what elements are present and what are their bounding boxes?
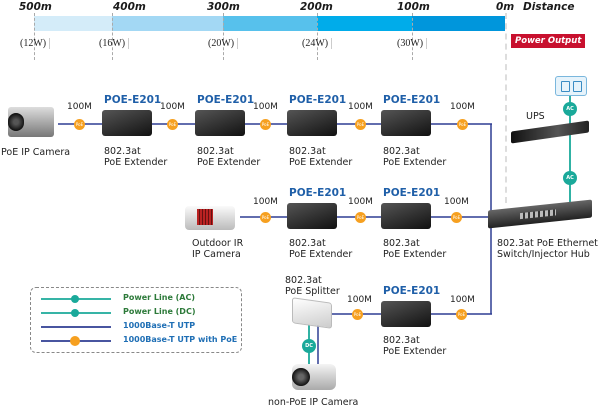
tick-guide-0m	[505, 13, 507, 203]
non-poe-camera-label: non-PoE IP Camera	[268, 397, 359, 408]
distance-tick-100m: 100m	[397, 1, 430, 13]
extender-line1: 802.3at	[289, 238, 326, 249]
extender-line1: 802.3at	[104, 146, 141, 157]
extender-line2: PoE Extender	[383, 249, 447, 260]
link-speed-label: 100M	[347, 295, 372, 305]
extender-line1: 802.3at	[383, 335, 420, 346]
power-label-12w: (12W)	[20, 38, 51, 49]
splitter-label-line1: 802.3at	[285, 275, 322, 286]
distance-bar-segment-300-200	[223, 16, 317, 31]
poe-badge-icon: PoE	[260, 212, 271, 223]
poe-badge-icon: PoE	[260, 119, 271, 130]
distance-tick-0m: 0m	[496, 1, 515, 13]
legend-box: Power Line (AC) Power Line (DC) 1000Base…	[30, 287, 242, 353]
power-label-30w: (30W)	[397, 38, 428, 49]
poe-extender-icon	[102, 110, 152, 136]
poe-extender-icon	[287, 203, 337, 229]
extender-line2: PoE Extender	[289, 157, 353, 168]
distance-bar-segment-200-100	[317, 16, 412, 31]
poe-extender-icon	[287, 110, 337, 136]
legend-label-ac: Power Line (AC)	[123, 293, 196, 302]
distance-bar-segment-400-300	[112, 16, 223, 31]
link-speed-label: 100M	[253, 102, 278, 112]
poe-splitter-icon	[292, 297, 332, 329]
extender-line2: PoE Extender	[197, 157, 261, 168]
poe-extender-icon	[381, 301, 431, 327]
extender-model-label: POE-E201	[197, 94, 255, 106]
link-speed-label: 100M	[348, 102, 373, 112]
tick-guide-300m	[223, 13, 224, 60]
legend-label-utp: 1000Base-T UTP	[123, 321, 196, 330]
poe-badge-icon: PoE	[355, 212, 366, 223]
ups-label: UPS	[526, 111, 545, 122]
extender-model-label: POE-E201	[104, 94, 162, 106]
extender-line2: PoE Extender	[289, 249, 353, 260]
extender-model-label: POE-E201	[383, 94, 441, 106]
poe-badge-icon: PoE	[355, 119, 366, 130]
extender-model-label: POE-E201	[289, 187, 347, 199]
ac-badge-icon: AC	[563, 171, 577, 185]
power-label-20w: (20W)	[208, 38, 239, 49]
tick-guide-400m	[112, 13, 113, 60]
distance-bar-segment-500-400	[34, 16, 112, 31]
extender-line2: PoE Extender	[383, 157, 447, 168]
poe-ip-camera-label: PoE IP Camera	[1, 147, 71, 158]
dc-badge-icon: DC	[302, 339, 316, 353]
outdoor-camera-label-line2: IP Camera	[192, 249, 241, 260]
extender-model-label: POE-E201	[383, 285, 441, 297]
dc-badge-icon	[71, 309, 79, 317]
tick-guide-200m	[317, 13, 318, 60]
link-speed-label: 100M	[160, 102, 185, 112]
poe-badge-icon: PoE	[457, 119, 468, 130]
distance-tick-300m: 300m	[207, 1, 240, 13]
legend-swatches	[41, 295, 111, 346]
poe-badge-icon: PoE	[167, 119, 178, 130]
extender-model-label: POE-E201	[289, 94, 347, 106]
distance-bar-segment-100-0	[412, 16, 505, 31]
distance-tick-200m: 200m	[300, 1, 333, 13]
ac-badge-icon: AC	[563, 102, 577, 116]
power-label-24w: (24W)	[302, 38, 333, 49]
link-speed-label: 100M	[67, 102, 92, 112]
splitter-label-line2: PoE Splitter	[285, 286, 340, 297]
extender-line1: 802.3at	[197, 146, 234, 157]
poe-badge-icon: PoE	[352, 309, 363, 320]
distance-title: Distance	[523, 1, 575, 13]
extender-line1: 802.3at	[289, 146, 326, 157]
link-speed-label: 100M	[450, 295, 475, 305]
distance-tick-400m: 400m	[113, 1, 146, 13]
distance-tick-500m: 500m	[19, 1, 52, 13]
power-label-16w: (16W)	[99, 38, 130, 49]
non-poe-ip-camera-icon	[292, 364, 336, 390]
extender-line2: PoE Extender	[383, 346, 447, 357]
extender-line2: PoE Extender	[104, 157, 168, 168]
legend-label-dc: Power Line (DC)	[123, 307, 196, 316]
outdoor-ir-camera-icon	[185, 206, 235, 230]
switch-label-line1: 802.3at PoE Ethernet	[497, 238, 598, 249]
tick-guide-100m	[412, 13, 413, 60]
switch-label-line2: Switch/Injector Hub	[497, 249, 590, 260]
extender-model-label: POE-E201	[383, 187, 441, 199]
poe-badge-icon: PoE	[74, 119, 85, 130]
outdoor-camera-label-line1: Outdoor IR	[192, 238, 244, 249]
poe-ip-camera-icon	[8, 107, 54, 137]
legend-label-utp-poe: 1000Base-T UTP with PoE	[123, 335, 238, 344]
poe-extender-icon	[381, 203, 431, 229]
power-outlet-icon	[555, 76, 587, 96]
link-speed-label: 100M	[444, 197, 469, 207]
poe-badge-icon	[70, 336, 80, 346]
power-output-badge: Power Output	[511, 34, 586, 48]
poe-badge-icon: PoE	[456, 309, 467, 320]
link-speed-label: 100M	[348, 197, 373, 207]
link-speed-label: 100M	[450, 102, 475, 112]
poe-extender-icon	[195, 110, 245, 136]
link-speed-label: 100M	[253, 197, 278, 207]
tick-guide-500m	[34, 13, 35, 60]
poe-badge-icon: PoE	[451, 212, 462, 223]
ac-badge-icon	[71, 295, 79, 303]
extender-line1: 802.3at	[383, 238, 420, 249]
extender-line1: 802.3at	[383, 146, 420, 157]
poe-extender-icon	[381, 110, 431, 136]
